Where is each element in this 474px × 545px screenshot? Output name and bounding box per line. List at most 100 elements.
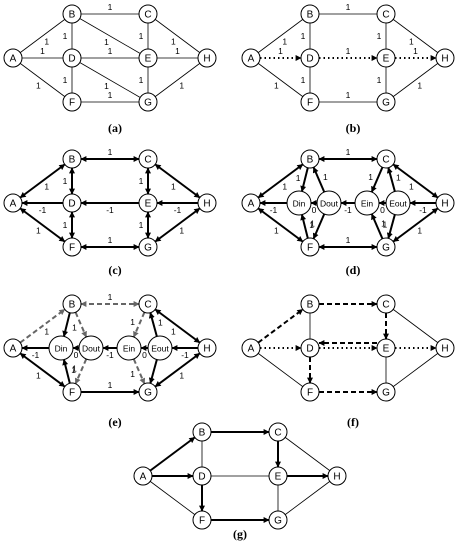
edge-A-F: [19, 63, 66, 97]
edge-label-E-G: 1: [377, 75, 382, 85]
edge-label-A-F: 1: [274, 226, 279, 236]
edge-B-E: [79, 18, 141, 54]
edge-label-B-C: 1: [108, 292, 113, 302]
edge-label-Eout-Ein: 0: [142, 350, 147, 360]
node-C-circle: [376, 4, 396, 24]
edge-label-F-G: 1: [346, 235, 351, 245]
node-F-circle: [62, 237, 82, 257]
edge-label-C-E: 1: [377, 31, 382, 41]
node-B: B: [300, 149, 320, 169]
edge-label-D-G: 1: [104, 81, 109, 91]
edge-label-G-Ein: 1: [381, 219, 386, 229]
edge-label-Ein-Dout: -1: [106, 350, 114, 360]
node-H-label: H: [333, 472, 340, 483]
node-B-circle: [62, 294, 82, 314]
node-D-circle: [300, 48, 320, 68]
node-Ein: Ein: [354, 190, 380, 216]
node-Ein-circle: [116, 335, 142, 361]
node-E: E: [376, 48, 396, 68]
edge-label-Eout-Ein: 0: [380, 205, 385, 215]
edge-label-Dout-F: 1: [310, 219, 315, 229]
node-A-label: A: [248, 199, 255, 210]
edge-Dout-F: [74, 358, 88, 385]
node-C: C: [268, 422, 288, 442]
edge-label-F-G: 1: [108, 380, 113, 390]
edge-label-C-H: 1: [171, 37, 176, 47]
edge-label-D-A: -1: [39, 205, 47, 215]
node-G-label: G: [382, 243, 390, 254]
node-B-label: B: [69, 155, 76, 166]
edge-A-B: [19, 308, 66, 344]
edge-A-B: [149, 436, 196, 472]
edge-A-F: [257, 353, 304, 387]
node-D-circle: [62, 48, 82, 68]
node-F: F: [192, 510, 212, 530]
edge-label-Din-A: -1: [270, 205, 278, 215]
node-H-circle: [435, 48, 455, 68]
node-Eout-circle: [147, 335, 173, 361]
node-D-circle: [300, 338, 320, 358]
node-A-circle: [3, 193, 23, 213]
node-C: C: [138, 294, 158, 314]
node-A-label: A: [10, 54, 17, 65]
node-H-circle: [197, 193, 217, 213]
node-B: B: [300, 4, 320, 24]
node-D-circle: [62, 193, 82, 213]
edge-label-F-Din: 1: [71, 365, 76, 375]
node-G: G: [376, 237, 396, 257]
node-F-circle: [192, 510, 212, 530]
edge-label-B-C: 1: [108, 147, 113, 157]
edge-G-H: [392, 353, 439, 387]
node-C: C: [138, 149, 158, 169]
node-D: D: [300, 338, 320, 358]
node-B-circle: [62, 149, 82, 169]
edge-label-A-B: 1: [44, 327, 49, 337]
node-F: F: [62, 237, 82, 257]
node-F-circle: [62, 92, 82, 112]
edge-C-H: [154, 19, 201, 53]
node-Ein-label: Ein: [361, 199, 374, 209]
node-C-label: C: [382, 300, 389, 311]
node-A-label: A: [10, 344, 17, 355]
node-D-label: D: [306, 54, 313, 65]
edge-A-B: [257, 19, 304, 53]
node-E: E: [138, 48, 158, 68]
node-B-label: B: [199, 428, 206, 439]
node-Eout-label: Eout: [389, 199, 407, 209]
node-D-label: D: [68, 54, 75, 65]
node-F: F: [62, 382, 82, 402]
node-E: E: [138, 193, 158, 213]
node-Dout-circle: [78, 335, 104, 361]
edge-G-H: [392, 63, 439, 97]
edge-label-G-H: 1: [179, 226, 184, 236]
node-Dout-label: Dout: [320, 199, 339, 209]
edge-label-E-D: -1: [106, 205, 114, 215]
node-C-label: C: [382, 10, 389, 21]
node-F: F: [300, 92, 320, 112]
edge-label-D-F: 1: [63, 220, 68, 230]
node-B-circle: [300, 4, 320, 24]
edge-label-G-H: 1: [417, 81, 422, 91]
edge-label-Dout-B: 1: [323, 172, 328, 182]
node-B: B: [300, 294, 320, 314]
edge-label-C-H: 1: [409, 37, 414, 47]
node-A-circle: [241, 193, 261, 213]
edge-G-H: [154, 63, 201, 97]
edge-label-C-E: 1: [139, 31, 144, 41]
node-H-circle: [435, 338, 455, 358]
edge-label-G-H: 1: [417, 226, 422, 236]
edge-label-D-E: 1: [108, 46, 113, 56]
edge-C-H: [392, 309, 439, 343]
node-Din: Din: [48, 335, 74, 361]
edge-label-C-H: 1: [171, 327, 176, 337]
edge-label-Din-A: -1: [32, 350, 40, 360]
node-H: H: [435, 193, 455, 213]
node-H-circle: [435, 193, 455, 213]
node-E-circle: [138, 48, 158, 68]
